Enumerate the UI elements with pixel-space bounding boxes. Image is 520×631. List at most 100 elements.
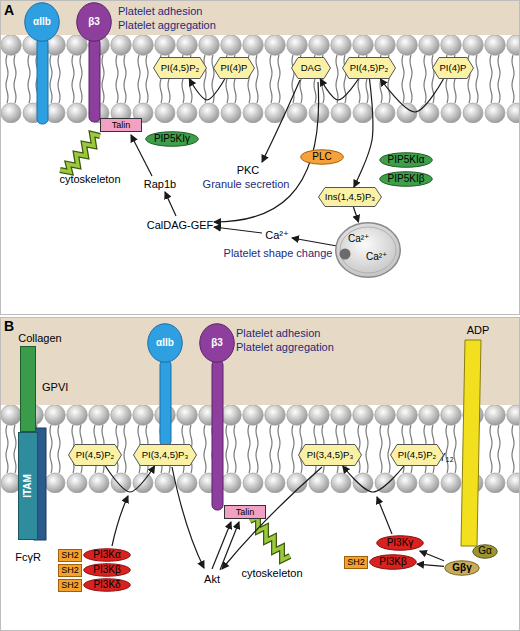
hexagon-outline xyxy=(391,445,444,466)
node-label: PI(4)P xyxy=(221,63,248,73)
sh2-box: SH2 xyxy=(58,579,82,592)
function-note: Platelet shape change xyxy=(224,248,333,259)
receptor-bar: GPVI xyxy=(20,346,36,432)
g-protein-oval: Gβγ xyxy=(444,560,480,576)
node-label: Gα xyxy=(478,546,492,556)
integrin-stem xyxy=(160,360,171,446)
oval-outline xyxy=(84,549,131,562)
signal-arrow xyxy=(262,80,300,162)
pi3k-oval: PI3Kγ xyxy=(376,535,424,551)
molecule-label: Rap1b xyxy=(144,179,176,190)
oval-outline xyxy=(380,172,433,187)
panel-frame xyxy=(1,1,520,315)
function-note: Platelet adhesion xyxy=(236,328,320,339)
node-label: PI3Kβ xyxy=(93,565,120,575)
phosphoinositide-hexagon: PI(4)P xyxy=(432,57,474,79)
enzyme-oval: PLC xyxy=(300,149,344,165)
sh2-box: SH2 xyxy=(344,556,368,569)
function-note: Platelet aggregation xyxy=(236,342,334,353)
box-outline xyxy=(345,556,368,568)
oval-outline xyxy=(84,579,131,592)
signal-arrow xyxy=(212,522,231,569)
oval-outline xyxy=(336,223,401,278)
signal-arrow xyxy=(165,192,176,216)
integrin-stem xyxy=(212,360,223,510)
signal-arrow xyxy=(214,82,319,222)
node-label: DAG xyxy=(301,63,322,73)
conversion-arrow xyxy=(189,79,224,100)
oval-outline xyxy=(370,555,417,570)
oval-outline xyxy=(380,153,433,168)
oval-outline xyxy=(473,544,498,558)
molecule-label: PKC xyxy=(237,165,260,176)
activation-arrow xyxy=(420,551,444,561)
signal-arrow xyxy=(112,496,128,546)
node-label: ITAM xyxy=(23,474,33,498)
hexagon-outline xyxy=(154,58,207,79)
box-outline xyxy=(101,119,142,132)
node-label: PI(3,4,5)P₃ xyxy=(307,450,354,460)
signal-arrow xyxy=(377,497,392,534)
node-label: Talin xyxy=(236,508,255,517)
extracellular-band xyxy=(1,318,519,405)
phosphoinositide-hexagon: PI(4)P xyxy=(213,57,255,79)
node-label: PI(4)P xyxy=(440,63,467,73)
phosphoinositide-hexagon: PI(4,5)P₂ xyxy=(390,444,444,466)
box-outline xyxy=(59,564,82,576)
node-label: SH2 xyxy=(61,566,79,575)
phosphoinositide-hexagon: PI(4,5)P₂ xyxy=(153,57,207,79)
cytoskeleton-filament xyxy=(250,517,290,560)
conversion-arrow xyxy=(343,466,404,492)
node-label: PLC xyxy=(312,152,331,162)
oval-outline xyxy=(84,564,131,577)
hexagon-outline xyxy=(319,188,382,207)
oval-outline xyxy=(25,3,60,42)
hexagon-outline xyxy=(134,445,197,466)
hexagon-outline xyxy=(214,58,255,79)
node-label: Ins(1,4,5)P₃ xyxy=(325,192,375,202)
node-label: Gβγ xyxy=(452,563,471,573)
signal-arrow xyxy=(292,238,337,246)
node-label: Talin xyxy=(112,121,131,130)
vesicle-membrane xyxy=(340,227,396,273)
phosphoinositide-hexagon: DAG xyxy=(291,57,331,79)
talin-box: Talin xyxy=(224,505,266,519)
signal-arrow xyxy=(222,467,322,569)
oval-outline xyxy=(148,324,183,363)
oval-outline xyxy=(146,132,199,147)
hexagon-outline xyxy=(299,445,362,466)
integrin-alpha-head: αIIb xyxy=(24,2,60,42)
node-label: β3 xyxy=(211,338,223,348)
molecule-label: CalDAG-GEF xyxy=(147,220,214,231)
kinase-oval: PIP5KIα xyxy=(379,152,433,168)
phosphoinositide-hexagon: PI(3,4,5)P₃ xyxy=(298,444,362,466)
kinase-oval: PIP5KIβ xyxy=(379,171,433,187)
conversion-arrow xyxy=(105,466,154,492)
box-outline xyxy=(225,506,266,519)
cytoskeleton-filament xyxy=(250,517,290,560)
box-outline xyxy=(59,549,82,561)
node-label: PI(4,5)P₂ xyxy=(398,450,437,460)
integrin-stem xyxy=(89,38,100,122)
signal-arrow xyxy=(220,522,239,570)
node-label: Ca²⁺ xyxy=(366,252,387,262)
receptor-label: FcγR xyxy=(15,552,41,563)
pi3k-oval: PI3Kα xyxy=(83,548,131,562)
kinase-oval: PIP5KIγ xyxy=(145,131,199,147)
itam-bar: ITAM xyxy=(18,432,38,540)
node-label: SH2 xyxy=(347,558,365,567)
node-outline xyxy=(461,340,481,546)
hexagon-outline xyxy=(69,445,122,466)
node-label: PIP5KIγ xyxy=(154,134,190,144)
node-label: PIP5KIα xyxy=(388,155,425,165)
pi3k-oval: PI3Kδ xyxy=(83,578,131,592)
talin-box: Talin xyxy=(100,118,142,132)
oval-outline xyxy=(377,536,424,551)
panel-letter: A xyxy=(4,3,14,17)
structure-label: cytoskeleton xyxy=(59,174,120,185)
node-label: PI(4,5)P₂ xyxy=(161,63,200,73)
node-outline xyxy=(20,346,36,432)
structure-label: cytoskeleton xyxy=(241,568,302,579)
